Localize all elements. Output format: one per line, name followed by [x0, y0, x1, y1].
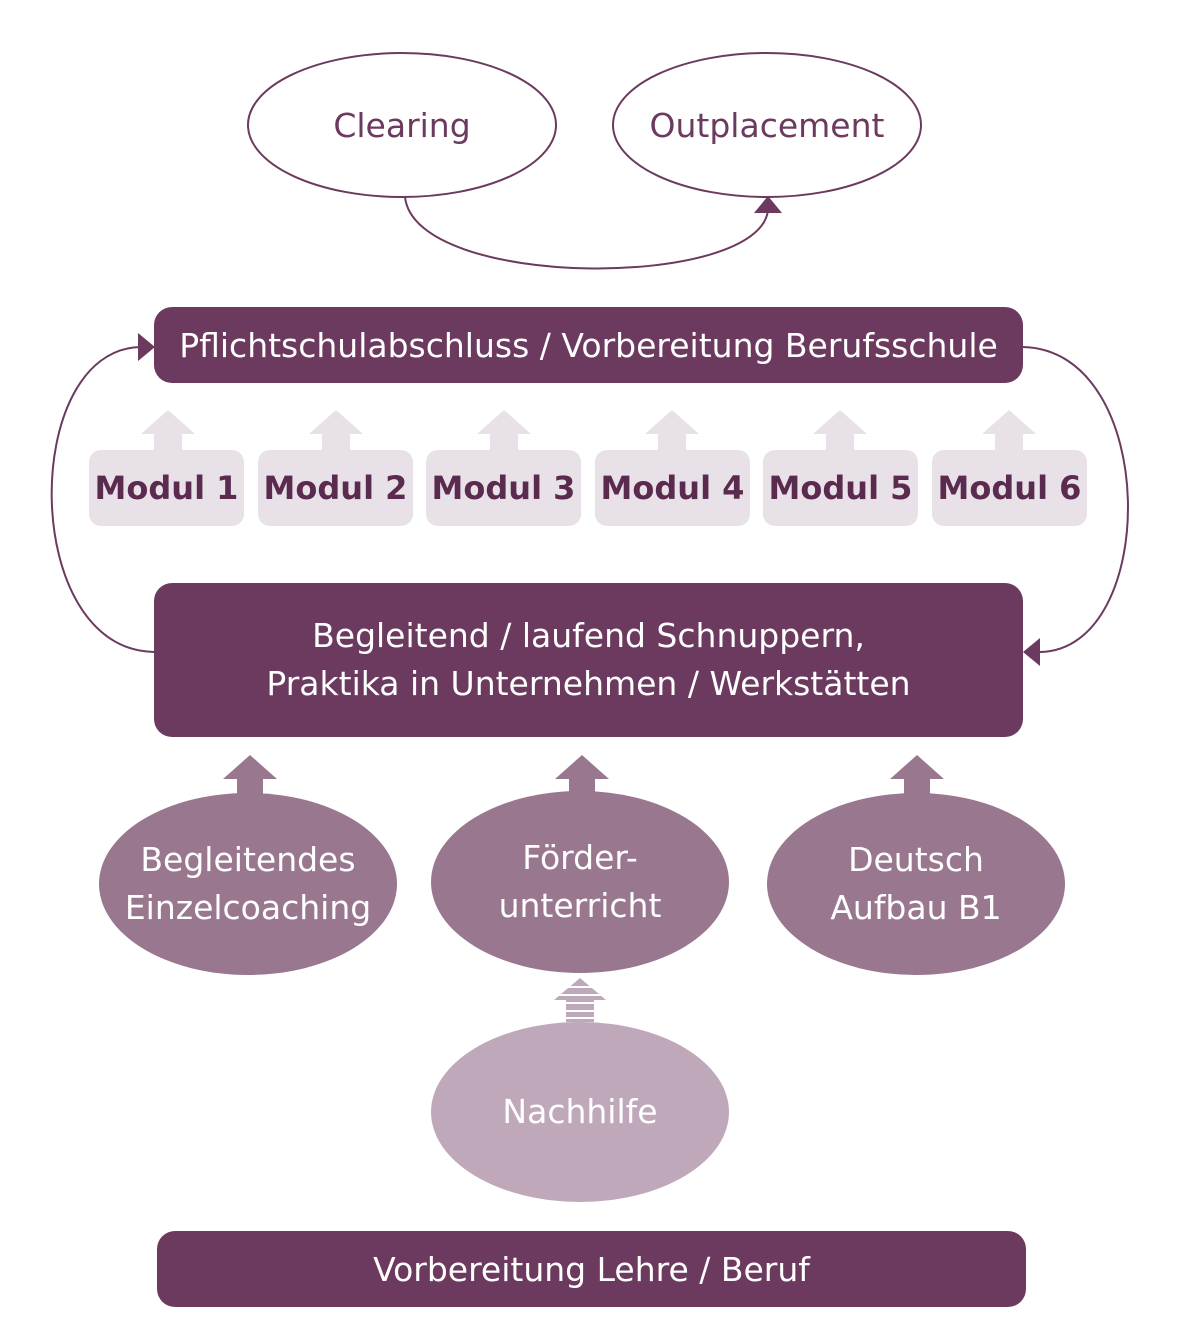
deutsch-label: Deutsch Aufbau B1 — [767, 810, 1065, 958]
module-arrows — [141, 410, 1036, 452]
foerder-line-2: unterricht — [498, 886, 662, 925]
outplacement-label: Outplacement — [649, 105, 885, 145]
clearing-to-outplacement-connector — [404, 196, 769, 270]
support-arrows — [223, 755, 944, 800]
bottom-box: Vorbereitung Lehre / Beruf — [157, 1231, 1026, 1307]
main-box: Pflichtschulabschluss / Vorbereitung Ber… — [154, 307, 1023, 383]
module-4: Modul 4 — [595, 450, 750, 526]
left-loop-arrowhead — [138, 333, 155, 361]
foerder-arrow-icon — [555, 755, 609, 800]
practice-box: Begleitend / laufend Schnuppern, Praktik… — [154, 583, 1023, 737]
outplacement-arrowhead — [754, 196, 782, 213]
module-4-arrow-icon — [645, 410, 699, 452]
deutsch-oval — [767, 793, 1065, 975]
coaching-label: Begleitendes Einzelcoaching — [99, 810, 397, 958]
deutsch-line-2: Aufbau B1 — [830, 888, 1002, 927]
right-loop-arrowhead — [1023, 638, 1040, 666]
module-1: Modul 1 — [89, 450, 244, 526]
module-6: Modul 6 — [932, 450, 1087, 526]
right-loop-connector — [1022, 346, 1129, 653]
nachhilfe-oval — [431, 1022, 729, 1202]
clearing-oval — [247, 52, 557, 198]
coaching-line-2: Einzelcoaching — [124, 888, 372, 927]
coaching-line-1: Begleitendes — [140, 840, 356, 879]
left-loop-connector — [50, 346, 155, 653]
module-3: Modul 3 — [426, 450, 581, 526]
deutsch-arrow-icon — [890, 755, 944, 800]
foerder-line-1: Förder- — [522, 838, 638, 877]
module-5: Modul 5 — [763, 450, 918, 526]
nachhilfe-striped-arrow-icon — [552, 978, 608, 1022]
practice-box-line-2: Praktika in Unternehmen / Werkstätten — [266, 664, 911, 703]
module-5-arrow-icon — [813, 410, 867, 452]
module-2-arrow-icon — [309, 410, 363, 452]
module-1-arrow-icon — [141, 410, 195, 452]
module-3-arrow-icon — [477, 410, 531, 452]
nachhilfe-label: Nachhilfe — [502, 1092, 658, 1131]
foerder-label: Förder- unterricht — [431, 808, 729, 956]
deutsch-line-1: Deutsch — [848, 840, 984, 879]
coaching-oval — [99, 793, 397, 975]
module-6-arrow-icon — [982, 410, 1036, 452]
practice-box-line-1: Begleitend / laufend Schnuppern, — [312, 616, 865, 655]
outplacement-oval — [612, 52, 922, 198]
clearing-label: Clearing — [333, 105, 471, 145]
coaching-arrow-icon — [223, 755, 277, 800]
module-2: Modul 2 — [258, 450, 413, 526]
foerder-oval — [431, 791, 729, 973]
